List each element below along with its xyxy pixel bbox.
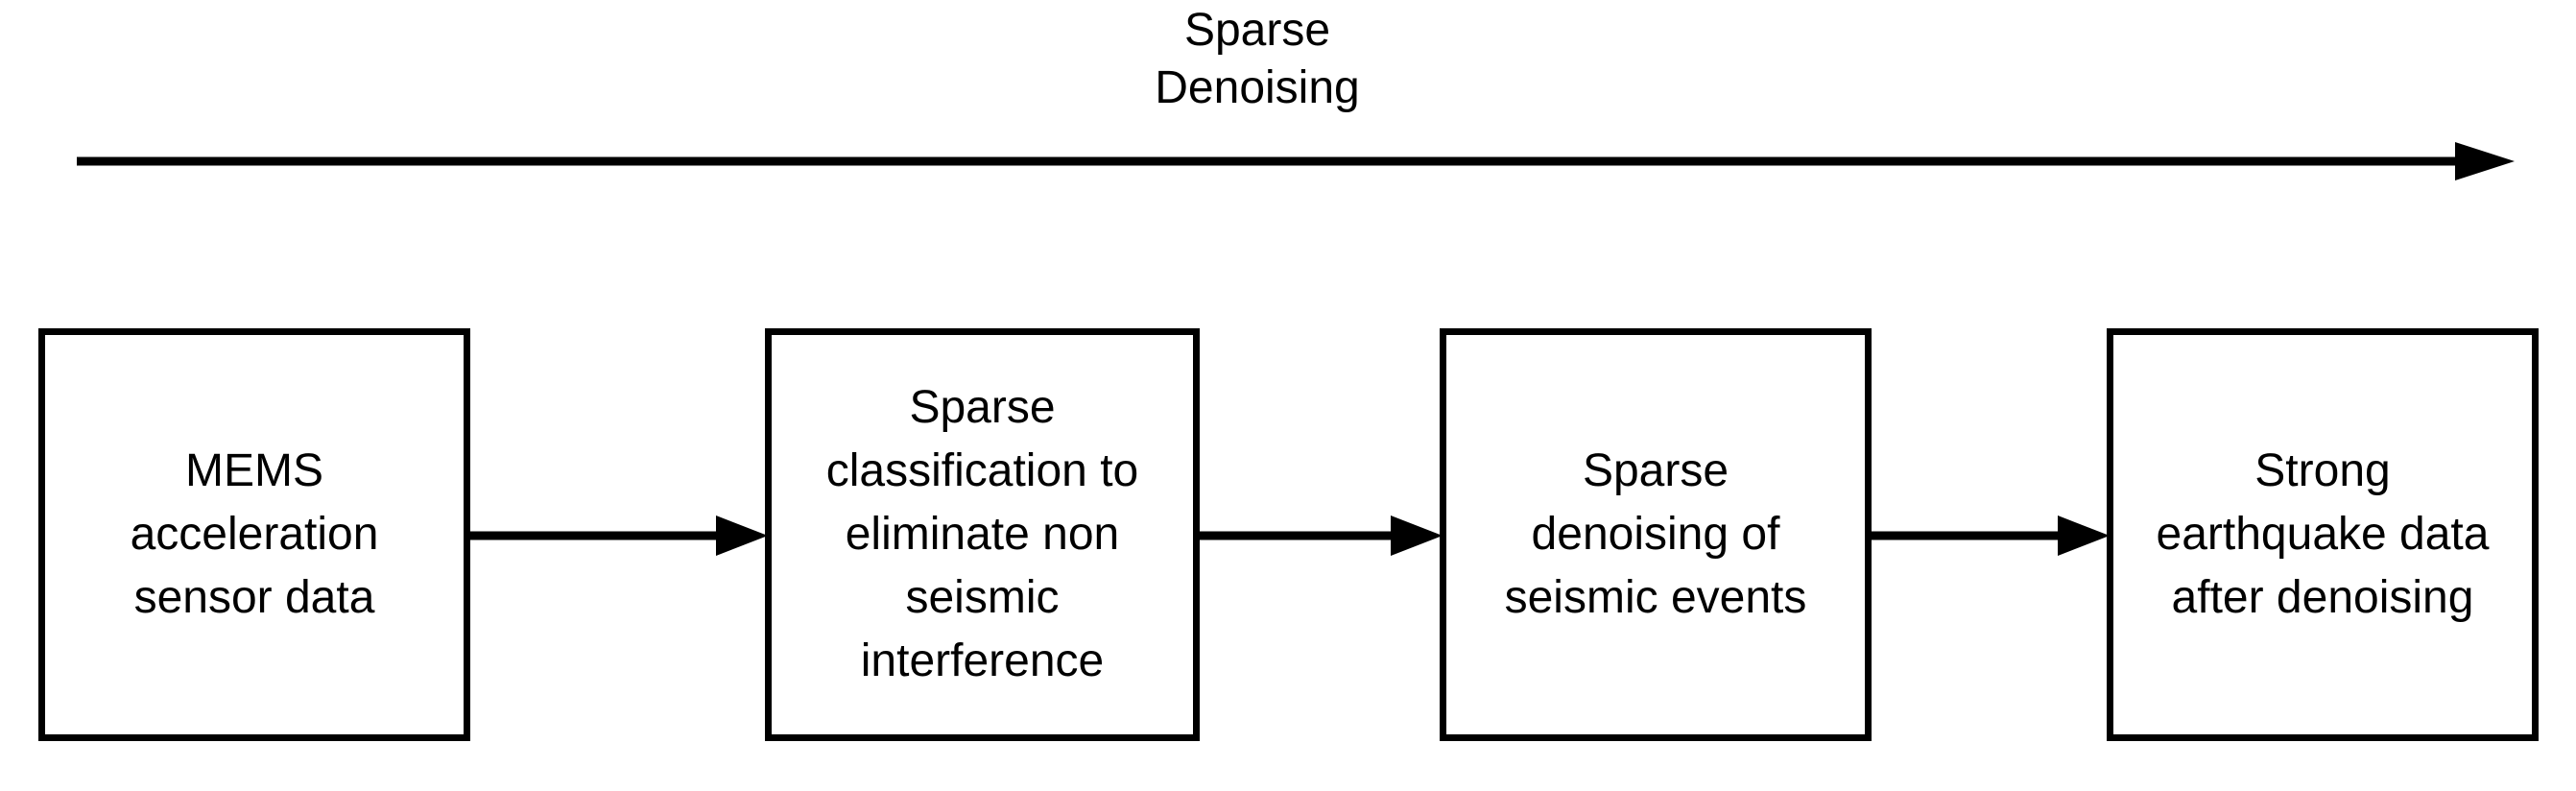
- sparse-denoising-progression-arrow: [77, 142, 2515, 180]
- process-box-label: Sparse denoising of seismic events: [1504, 445, 1807, 623]
- process-box-sparse-denoising[interactable]: Sparse denoising of seismic events: [1440, 328, 1872, 741]
- process-box-mems-acceleration-sensor-data[interactable]: MEMS acceleration sensor data: [38, 328, 470, 741]
- process-box-strong-earthquake-data[interactable]: Strong earthquake data after denoising: [2107, 328, 2539, 741]
- connector-arrow-head: [1391, 515, 1443, 556]
- process-box-label: Sparse classification to eliminate non s…: [825, 382, 1139, 686]
- progression-arrow-head: [2455, 142, 2515, 180]
- process-box-label: Strong earthquake data after denoising: [2156, 445, 2490, 623]
- connector-arrow-head: [716, 515, 768, 556]
- connector-arrow-box3-to-box4: [1870, 515, 2110, 556]
- connector-arrow-head: [2058, 515, 2110, 556]
- diagram-title: Sparse Denoising: [1155, 5, 1360, 113]
- connector-arrow-box2-to-box3: [1198, 515, 1443, 556]
- process-box-sparse-classification[interactable]: Sparse classification to eliminate non s…: [765, 328, 1200, 741]
- process-box-label: MEMS acceleration sensor data: [130, 445, 379, 623]
- connector-arrow-box1-to-box2: [468, 515, 768, 556]
